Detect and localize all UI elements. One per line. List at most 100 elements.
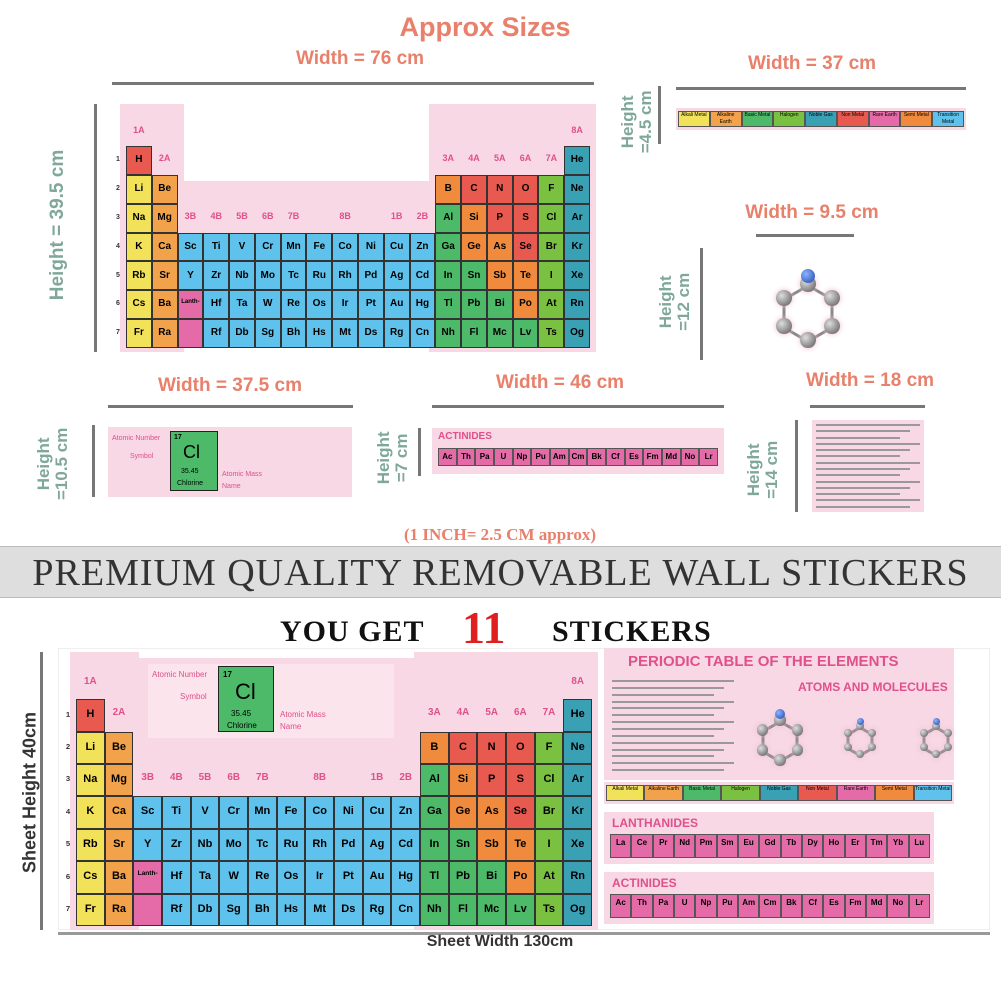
element-cell: Ra: [151, 319, 178, 348]
group-label: 5A: [485, 707, 498, 719]
element-cell: Bi: [477, 861, 506, 894]
conversion-note: (1 INCH= 2.5 CM approx): [403, 525, 597, 544]
series-cell: Es: [624, 448, 644, 466]
element-cell: Cs: [126, 290, 152, 320]
atom: [944, 743, 953, 751]
element-cell: Li: [76, 731, 105, 765]
element-cell: Ne: [564, 174, 590, 204]
text-line: [612, 700, 734, 703]
series-cell: Th: [456, 448, 476, 466]
element-cell: Pt: [358, 290, 384, 320]
series-cell: Dy: [802, 834, 824, 858]
element-cell: W: [254, 290, 281, 320]
element-cell: Fr: [76, 893, 105, 926]
key-mass-label: Atomic Mass: [280, 710, 326, 719]
series-cell: Pr: [652, 834, 674, 858]
stickers-text: STICKERS: [552, 615, 712, 648]
element-cell: Tc: [248, 828, 277, 862]
key-symbol-label: Symbol: [180, 692, 207, 701]
element-cell: I: [538, 261, 565, 291]
element-cell: Fl: [461, 319, 487, 348]
element-cell: Au: [383, 290, 410, 320]
element-cell: Cs: [76, 861, 105, 894]
element-cell: Rn: [564, 290, 590, 320]
group-label: 4A: [456, 707, 470, 719]
series-cell: Md: [866, 894, 888, 918]
atom: [856, 750, 864, 758]
key-symbol: Cl: [183, 442, 200, 462]
element-cell: Ga: [420, 796, 449, 829]
element-cell: I: [534, 828, 564, 862]
series-cell: Ho: [823, 834, 845, 858]
atom: [824, 318, 841, 334]
group-label: 1A: [84, 675, 97, 687]
molecule-width-line: [756, 234, 854, 237]
info-text-width-line: [810, 405, 925, 408]
element-cell: Se: [512, 232, 539, 262]
element-cell: Fe: [276, 796, 306, 829]
element-cell: Ge: [461, 232, 487, 262]
element-cell: [177, 319, 204, 348]
atom: [800, 332, 816, 348]
element-cell: Ts: [538, 319, 565, 348]
element-cell: Rg: [383, 319, 410, 348]
text-line: [816, 480, 920, 483]
text-line: [816, 436, 900, 439]
series-cell: Np: [695, 894, 717, 918]
element-cell: Xe: [563, 828, 592, 862]
sticker-count: 11: [462, 602, 506, 653]
element-cell: Sb: [486, 261, 513, 291]
element-cell: Pb: [448, 861, 478, 894]
element-cell: [133, 893, 162, 926]
element-cell: B: [420, 731, 449, 765]
text-line: [816, 449, 910, 452]
text-line: [816, 430, 910, 433]
series-cell: Np: [512, 448, 532, 466]
element-cell: Mo: [254, 261, 281, 291]
atom: [932, 722, 940, 730]
element-cell: Os: [276, 861, 306, 894]
element-cell: Zr: [162, 828, 191, 862]
key-atomic-number-label: Atomic Number: [112, 435, 161, 442]
period-label: 2: [116, 185, 120, 193]
element-cell: Rb: [126, 261, 152, 291]
element-cell: O: [506, 731, 535, 765]
legend-item: Rare Earth: [868, 111, 901, 127]
legend-item: Non Metal: [798, 785, 837, 801]
element-cell: Co: [305, 796, 334, 829]
legend-item: Alkaline Earth: [644, 785, 683, 801]
text-line: [816, 461, 920, 464]
atom: [843, 729, 852, 737]
group-label: 2B: [399, 772, 412, 784]
element-cell: K: [76, 796, 105, 829]
group-label: 7A: [545, 153, 558, 164]
element-cell: Si: [461, 203, 487, 233]
element-cell: Lanth-: [177, 290, 204, 320]
actinides-height-line: [418, 428, 421, 476]
element-cell: Nh: [435, 319, 462, 348]
element-cell: Ca: [104, 796, 134, 829]
legend-strip-width-label: Width = 37 cm: [747, 53, 877, 74]
text-line: [816, 499, 920, 502]
atom: [775, 290, 792, 306]
element-cell: Se: [506, 796, 535, 829]
legend-item: Rare Earth: [836, 785, 876, 801]
element-cell: Zn: [409, 232, 436, 262]
group-label: 3B: [141, 772, 154, 784]
element-cell: Ra: [104, 893, 134, 926]
sheet-height-line: [40, 652, 43, 930]
element-cell: Fe: [306, 232, 333, 262]
group-label: 4B: [210, 210, 222, 221]
quality-banner-text: PREMIUM QUALITY REMOVABLE WALL STICKERS: [32, 552, 969, 594]
sheet-height-label: Sheet Height 40cm: [19, 711, 40, 874]
info-box-width-line: [108, 405, 353, 408]
series-cell: Pa: [475, 448, 494, 466]
series-cell: No: [887, 894, 909, 918]
element-cell: Kr: [564, 232, 590, 262]
period-label: 4: [65, 806, 71, 816]
element-cell: Te: [512, 261, 539, 291]
